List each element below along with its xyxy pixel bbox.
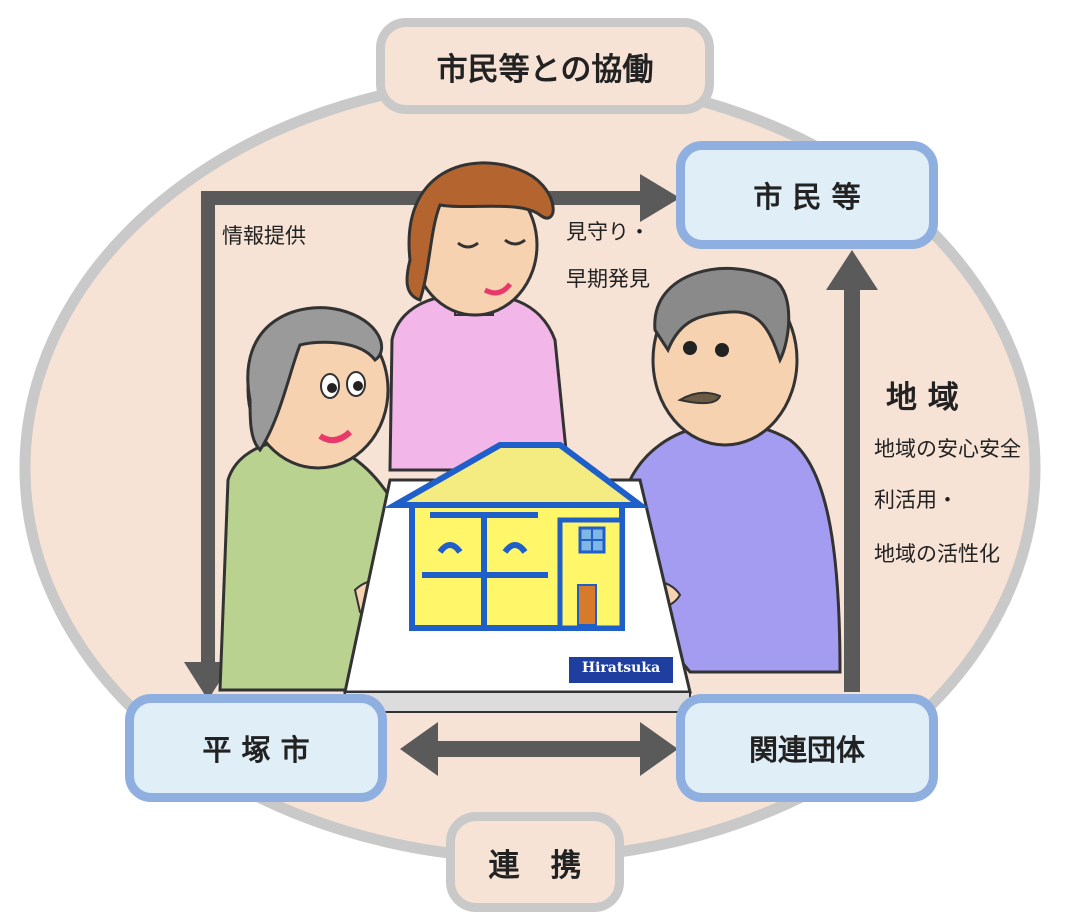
watch-label-2: 早期発見 [566,267,650,291]
orgs-box: 関連団体 [676,694,938,802]
city-label: 平 塚 市 [202,733,310,767]
title-box: 市民等との協働 [376,18,714,114]
region-heading: 地 域 [886,380,959,416]
orgs-label: 関連団体 [748,733,865,767]
arrow-cooperation-head-left [400,722,438,776]
citizens-label: 市 民 等 [753,180,861,214]
region-label-3: 地域の活性化 [874,542,1000,566]
watch-label-1: 見守り・ [566,220,650,244]
region-label-2: 利活用・ [874,488,958,512]
cooperation-box: 連 携 [446,812,624,912]
arrow-region-head [826,250,878,290]
arrow-cooperation-head-right [640,722,678,776]
cooperation-label: 連 携 [488,847,582,884]
city-box: 平 塚 市 [125,694,387,802]
region-label-1: 地域の安心安全 [874,437,1021,461]
people-illustration [218,161,842,713]
house-sign-text: Hiratsuka [581,660,661,676]
citizens-box: 市 民 等 [676,141,938,249]
page-title: 市民等との協働 [436,51,654,88]
arrow-info-head-right [640,174,680,222]
info-label: 情報提供 [222,224,306,248]
